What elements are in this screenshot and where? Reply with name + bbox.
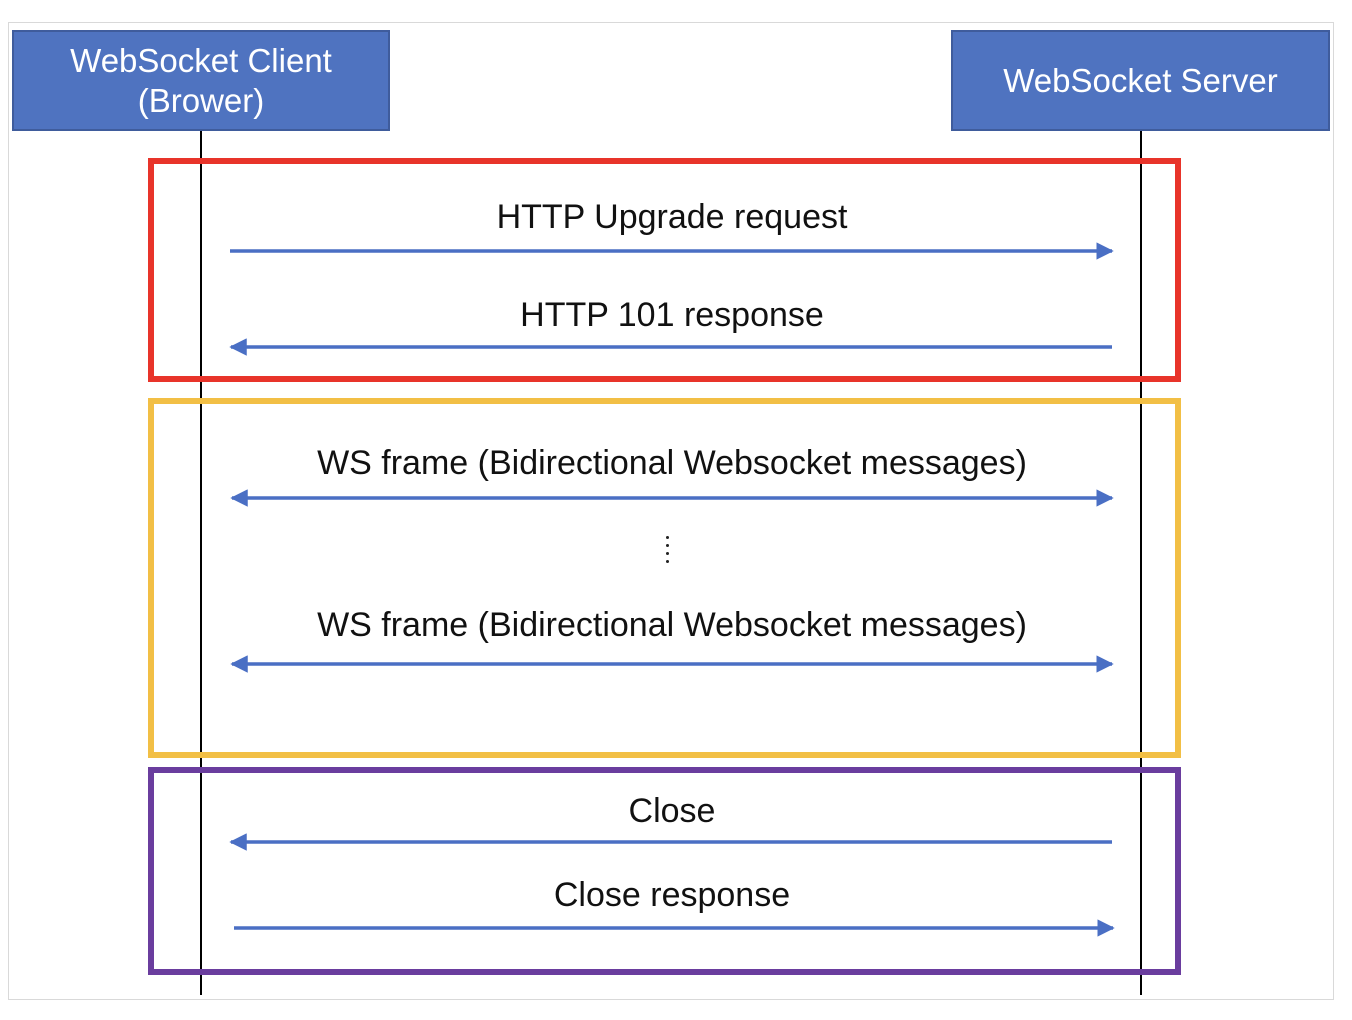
server-actor-box: WebSocket Server: [951, 30, 1330, 131]
message-label-ws-frame-1: WS frame (Bidirectional Websocket messag…: [317, 444, 1027, 482]
message-label-ws-frame-2: WS frame (Bidirectional Websocket messag…: [317, 606, 1027, 644]
client-lifeline: [200, 131, 202, 995]
message-label-close-response: Close response: [553, 876, 791, 914]
handshake-phase-box: [148, 158, 1181, 382]
client-actor-box: WebSocket Client (Brower): [12, 30, 390, 131]
data-transfer-phase-box: [148, 398, 1181, 758]
diagram-frame: [8, 22, 1334, 1000]
close-phase-box: [148, 767, 1181, 975]
vertical-ellipsis-icon: [666, 536, 670, 564]
message-label-upgrade-request: HTTP Upgrade request: [496, 198, 848, 236]
message-label-101-response: HTTP 101 response: [520, 296, 824, 334]
server-lifeline: [1140, 131, 1142, 995]
message-label-close: Close: [628, 792, 716, 830]
